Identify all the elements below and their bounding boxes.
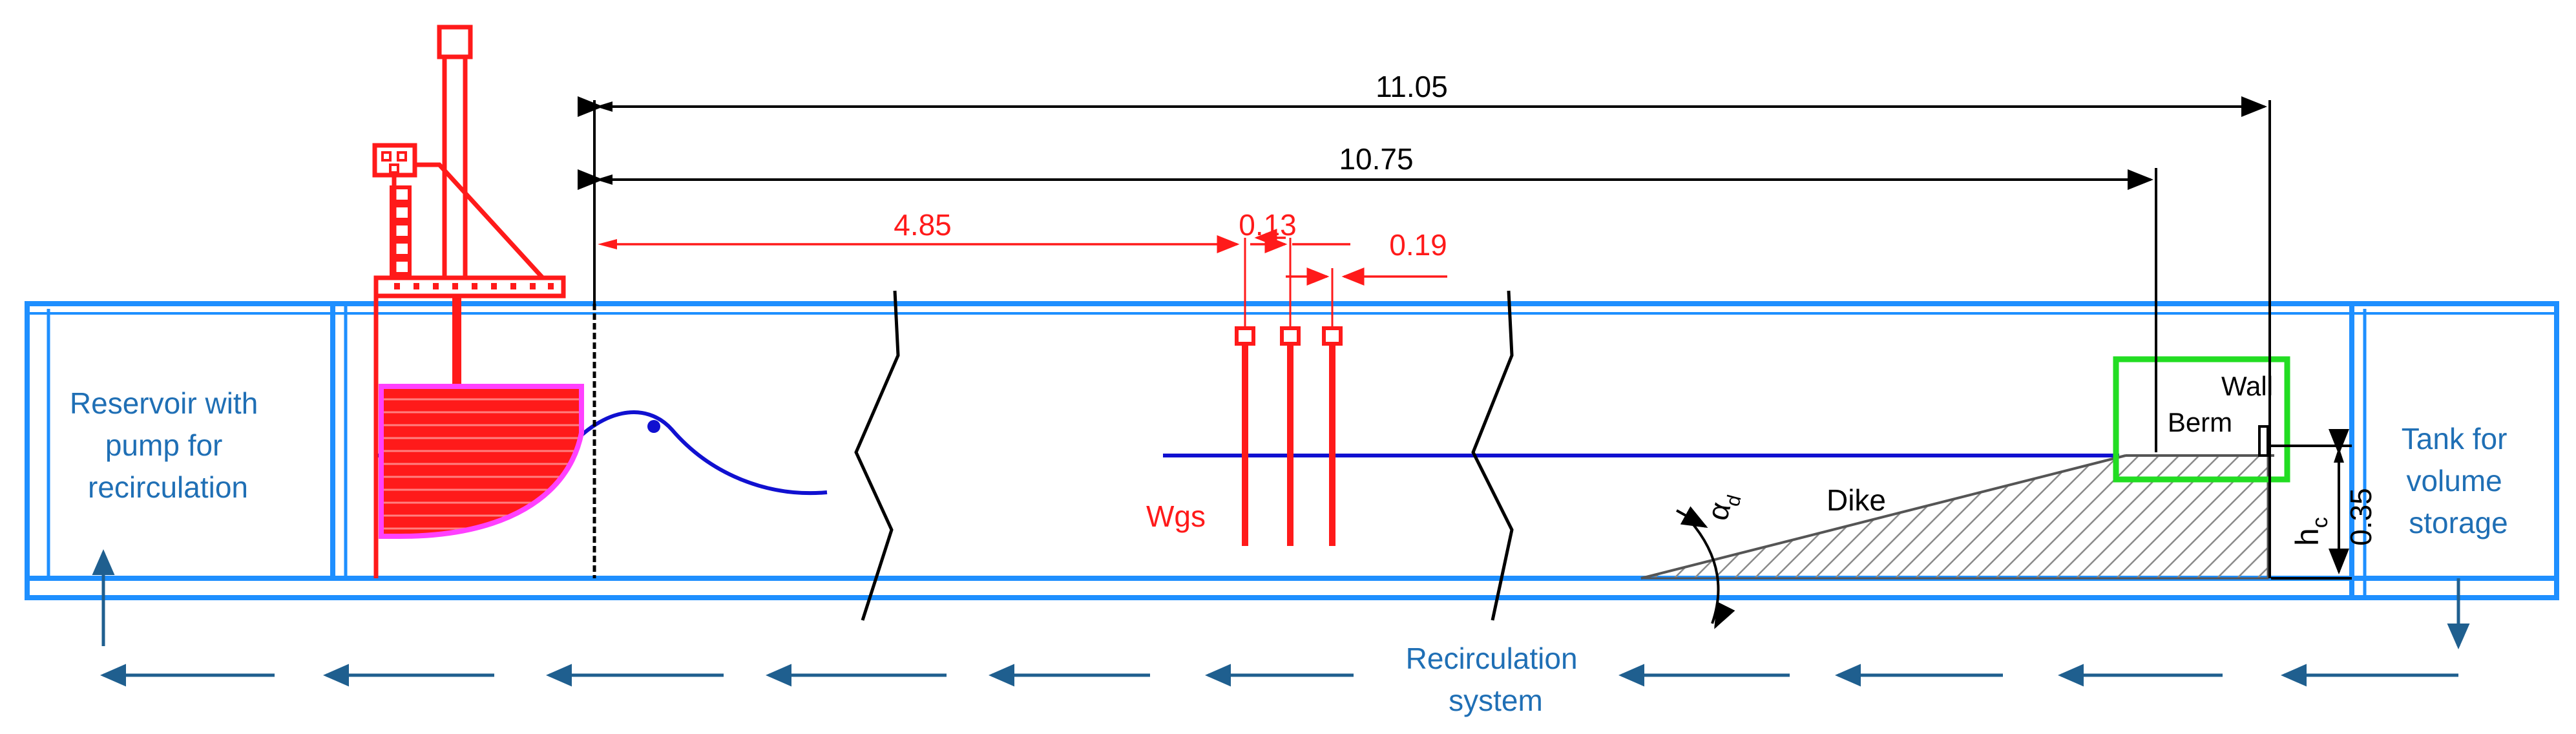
dim-total-length-value: 11.05 bbox=[1376, 70, 1448, 103]
paddle-frame-head bbox=[372, 143, 417, 178]
dim-to-gauges-value: 4.85 bbox=[894, 208, 952, 242]
paddle-rod bbox=[452, 296, 461, 386]
break-line-1 bbox=[854, 290, 900, 621]
wave-gauges bbox=[1235, 238, 1343, 546]
labels: Reservoir with pump for recirculation Ta… bbox=[70, 70, 2515, 717]
wave-gauges-label: Wgs bbox=[1146, 499, 1206, 533]
black-dimensions bbox=[578, 96, 2352, 580]
dim-to-berm-value: 10.75 bbox=[1339, 142, 1413, 176]
wave-crest-marker bbox=[647, 420, 660, 433]
recirculation-label: Recirculation system bbox=[1406, 642, 1586, 717]
break-line-2 bbox=[1471, 290, 1514, 621]
wall-label: Wall bbox=[2221, 371, 2273, 401]
red-dimensions bbox=[611, 229, 1447, 286]
detail-highlight-box bbox=[2113, 356, 2290, 483]
berm-label: Berm bbox=[2168, 407, 2232, 437]
wave-profile bbox=[560, 410, 828, 496]
paddle-mast-top bbox=[437, 25, 473, 59]
dim-gauge-gap-1-value: 0.13 bbox=[1239, 208, 1297, 242]
flume-outer-wall bbox=[25, 301, 2559, 600]
freeboard-label: hc bbox=[2289, 517, 2332, 546]
slope-angle-label: αd bbox=[1700, 488, 1745, 525]
dim-dike-height-value: 0.35 bbox=[2344, 488, 2378, 546]
dike bbox=[1640, 356, 2290, 629]
paddle-frame bbox=[392, 162, 548, 280]
wave-paddle bbox=[372, 25, 584, 578]
break-lines bbox=[854, 290, 1514, 621]
paddle-blade bbox=[379, 384, 584, 539]
dike-label: Dike bbox=[1827, 483, 1886, 517]
dim-gauge-gap-2-value: 0.19 bbox=[1389, 228, 1447, 262]
dike-body bbox=[1640, 454, 2269, 580]
dike-slope bbox=[1640, 454, 2126, 580]
reservoir-label: Reservoir with pump for recirculation bbox=[70, 386, 266, 504]
tank-label: Tank for volume storage bbox=[2402, 422, 2515, 540]
recirculation-arrows bbox=[92, 549, 2470, 687]
crest-wall bbox=[2258, 425, 2269, 457]
